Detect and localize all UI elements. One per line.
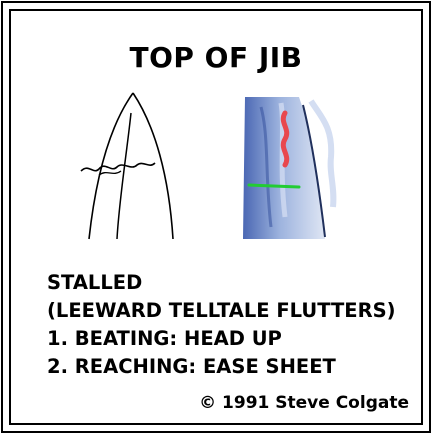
copyright-notice: © 1991 Steve Colgate: [199, 393, 409, 413]
instruction-list: STALLED (LEEWARD TELLTALE FLUTTERS) 1. B…: [47, 269, 396, 381]
diagram-inner-border: TOP OF JIB: [9, 9, 423, 425]
instruction-line: 2. REACHING: EASE SHEET: [47, 353, 396, 381]
jib-sail-sketch-icon: [75, 91, 187, 241]
instruction-line: 1. BEATING: HEAD UP: [47, 325, 396, 353]
jib-sail-telltale-photo-icon: [241, 97, 339, 239]
instruction-line: STALLED: [47, 269, 396, 297]
diagram-card: TOP OF JIB: [1, 1, 431, 433]
instruction-line: (LEEWARD TELLTALE FLUTTERS): [47, 297, 396, 325]
diagram-title: TOP OF JIB: [11, 41, 421, 74]
